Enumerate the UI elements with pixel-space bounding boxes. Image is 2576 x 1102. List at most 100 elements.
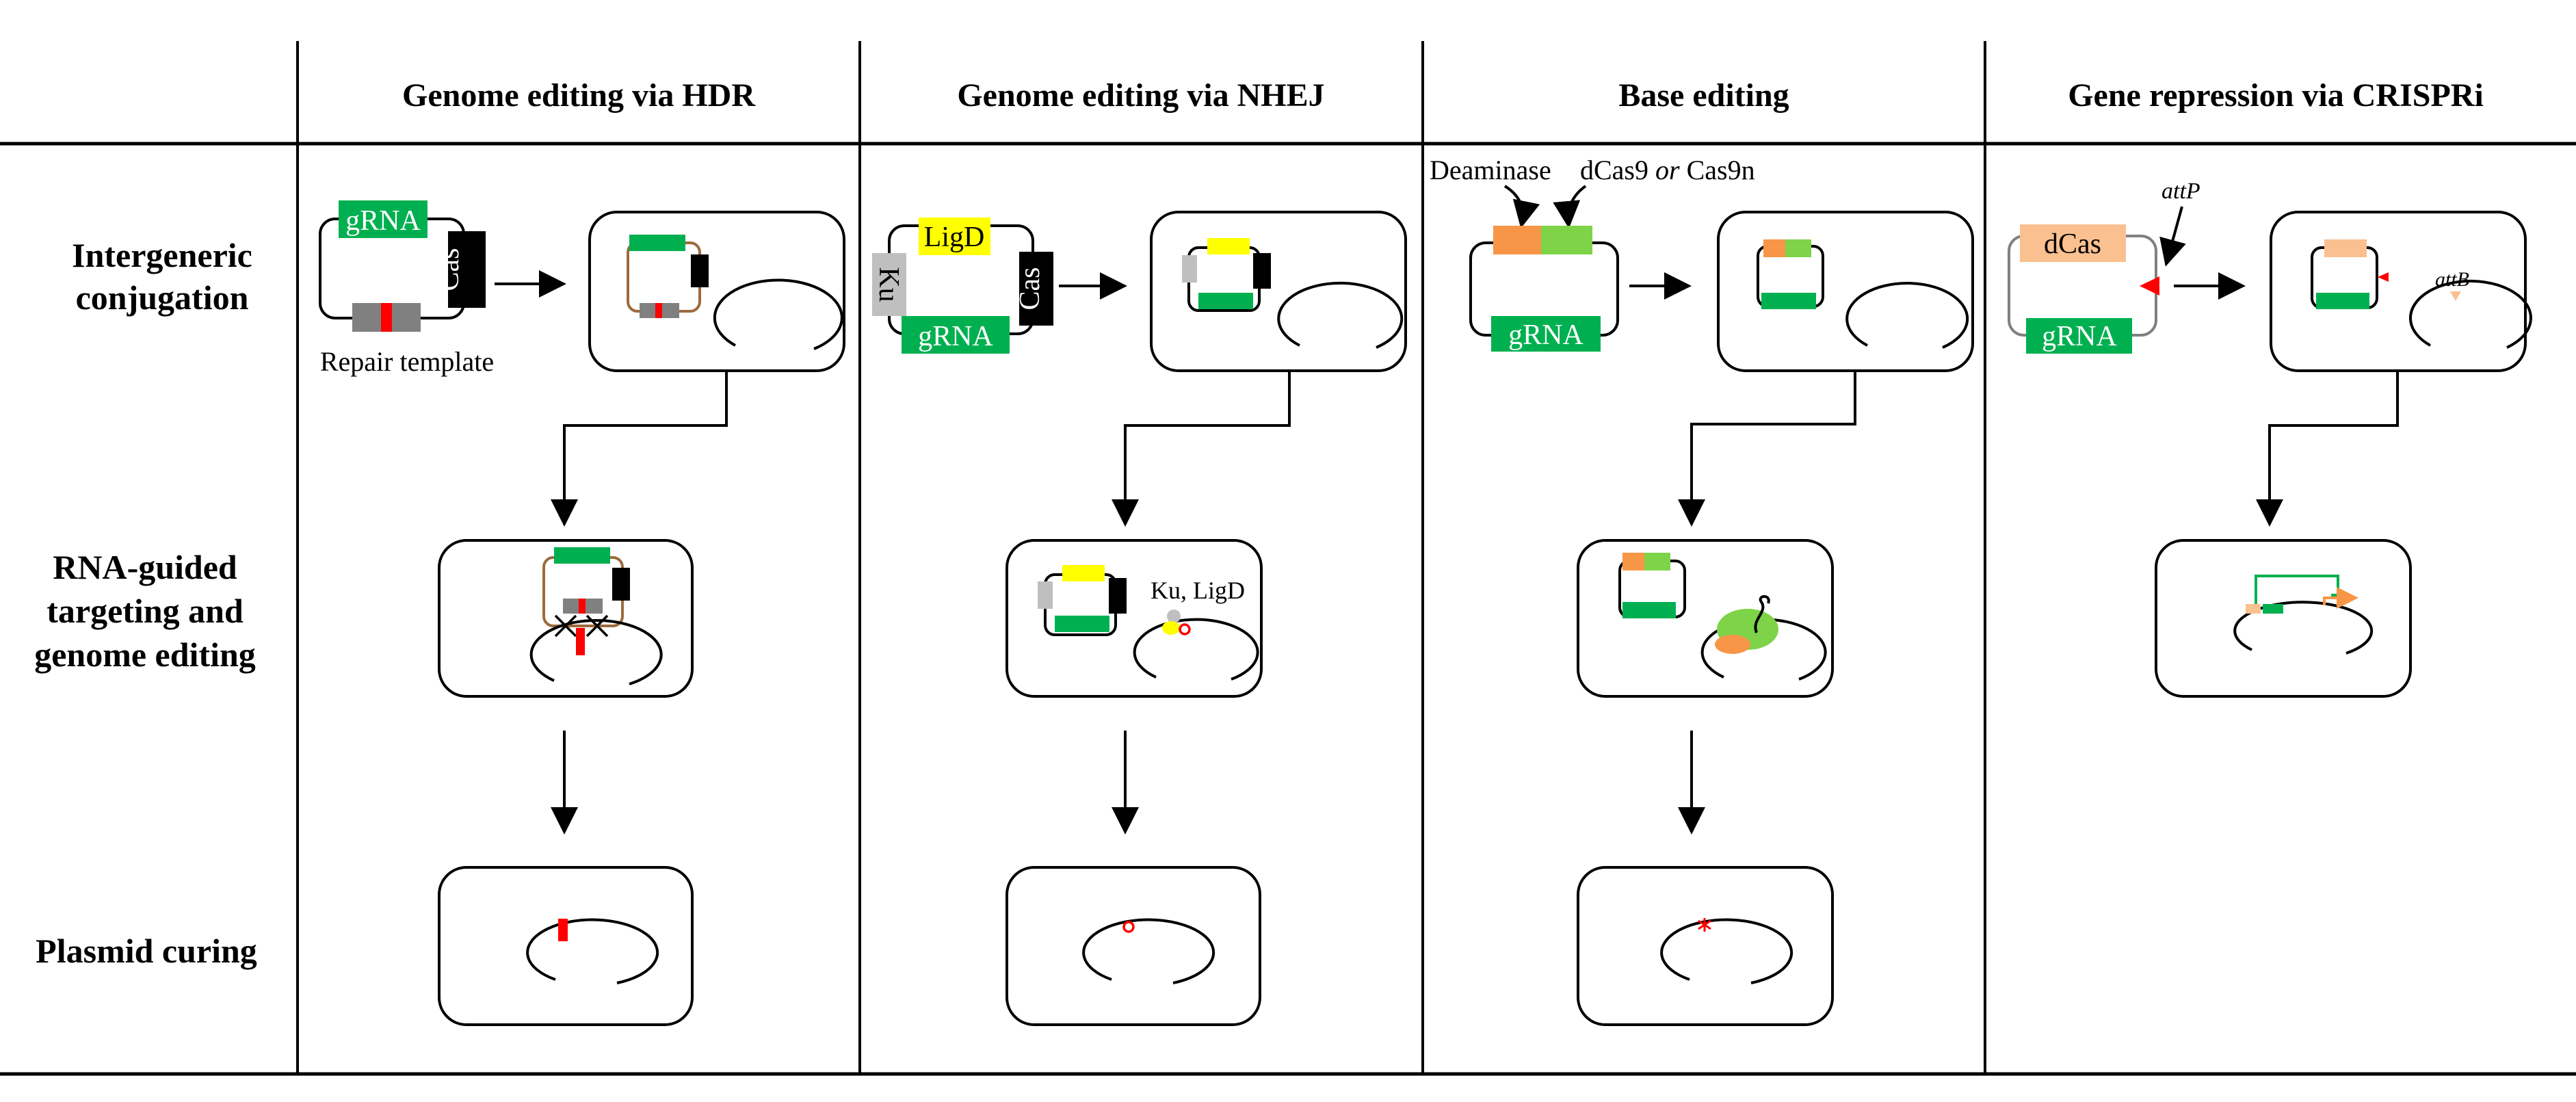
nhej-cell-3-indel: [1122, 921, 1135, 933]
crispri-cell-1: [2270, 211, 2527, 372]
hdr-cell-2-grna: [554, 547, 610, 564]
crispri-cell-1-dcas: [2324, 239, 2367, 257]
base-cell-2-dcas9: [1644, 553, 1670, 570]
attp-site: [2140, 276, 2159, 296]
base-cell-1-dcas9: [1785, 239, 1811, 257]
hdr-cas-label: Cas: [434, 248, 465, 291]
base-cell-1: [1717, 211, 1974, 372]
dcas-label: dCas: [2044, 228, 2101, 260]
hdr-column: gRNA Cas Repair template: [319, 200, 845, 1026]
hdr-cell-1: [588, 211, 845, 372]
base-arrow-2: [1678, 371, 1856, 527]
crispri-grna-block: [2026, 318, 2132, 354]
nhej-cell-3: [1006, 866, 1261, 1026]
base-grna-block: [1491, 316, 1601, 352]
base-cell-1-deaminase: [1763, 239, 1785, 257]
crispri-cell-1-chromosome: [2409, 279, 2532, 349]
table-grid: [0, 41, 2576, 1076]
column-header-hdr: Genome editing via HDR: [402, 77, 756, 114]
base-grna-label: gRNA: [1508, 319, 1583, 351]
column-header-base-editing: Base editing: [1618, 77, 1789, 114]
nhej-cell-2-ligd-bound: [1162, 621, 1180, 635]
attp-label: attP: [2161, 179, 2200, 204]
crispri-promoter: [2323, 587, 2358, 609]
dcas-block: [2020, 224, 2126, 262]
row-label-conjugation-2: conjugation: [76, 278, 249, 317]
hdr-cell-1-cas: [691, 254, 709, 287]
nhej-cell-2-chromosome: [1133, 618, 1259, 681]
nhej-cell-3-chromosome: [1082, 918, 1215, 984]
hdr-cell-3: [438, 866, 694, 1026]
base-cell-2-grna-bound: [1754, 595, 1770, 633]
hdr-arrow-2: [551, 371, 728, 527]
crispri-cell-2-dcas-bound: [2246, 604, 2261, 614]
nhej-cell-1: [1150, 211, 1407, 372]
hdr-cell-3-chromosome: [526, 918, 659, 984]
row-label-targeting-2: targeting and: [47, 592, 244, 630]
row-label-curing: Plasmid curing: [36, 932, 257, 970]
ligd-label: LigD: [924, 222, 985, 253]
dcas9-block: [1541, 226, 1592, 254]
base-cell-3-chromosome: [1660, 918, 1793, 984]
nhej-cell-1-grna: [1198, 293, 1253, 309]
nhej-arrow-2: [1112, 371, 1291, 527]
nhej-cell-1-ligd: [1207, 238, 1250, 254]
ligd-block: [919, 218, 990, 255]
base-cell-2: [1577, 539, 1834, 698]
crispri-arrow-2: [2256, 371, 2399, 527]
cas9n-text: Cas9n: [1687, 155, 1755, 185]
nhej-cell-2-grna: [1055, 616, 1109, 632]
hdr-cell-1-grna: [629, 235, 685, 251]
base-cell-3: [1577, 866, 1834, 1026]
crispri-cell-2-chromosome: [2233, 601, 2374, 655]
or-text: or: [1655, 155, 1680, 185]
hdr-cell-2: [438, 539, 694, 698]
hdr-template-mutation: [381, 303, 392, 332]
crispri-cell-2: [2155, 539, 2412, 698]
crispri-cell-2-grna-bound: [2263, 604, 2283, 614]
hdr-cell-2-chromosome-mutation: [576, 628, 585, 655]
crispri-grna-label: gRNA: [2042, 321, 2117, 352]
hdr-cell-2-template-mutation: [579, 599, 586, 614]
nhej-cell-2: [1006, 539, 1263, 698]
hdr-grna-block: [339, 200, 428, 238]
attb-site: [2450, 291, 2461, 301]
nhej-grna-block: [902, 316, 1010, 354]
base-cell-2-grna: [1622, 602, 1676, 618]
hdr-cell-2-chromosome: [529, 619, 663, 685]
ku-block: [872, 253, 906, 316]
hdr-cell-2-cas: [612, 568, 630, 601]
hdr-cell-1-plasmid: [627, 241, 701, 313]
hdr-crossover: [554, 614, 609, 638]
repair-template-label: Repair template: [320, 346, 494, 377]
hdr-grna-label: gRNA: [345, 205, 421, 237]
crispri-cell-1-grna: [2316, 293, 2369, 309]
crispri-column: attP dCas gRNA attB: [2008, 179, 2532, 698]
ku-label: Ku: [873, 267, 904, 302]
base-cell-1-grna: [1761, 293, 1816, 309]
nhej-cell-1-cas: [1253, 253, 1271, 289]
deaminase-label: Deaminase: [1430, 155, 1551, 185]
base-cell-2-deaminase: [1622, 553, 1644, 570]
deaminase-pointer: [1503, 185, 1540, 228]
nhej-cell-1-chromosome: [1277, 281, 1404, 349]
dcas9-pointer: [1553, 185, 1587, 228]
attp-pointer: [2159, 206, 2186, 267]
nhej-cell-2-break: [1179, 623, 1191, 635]
nhej-cell-2-ligd: [1062, 565, 1105, 581]
nhej-column: LigD Ku Cas gRNA Ku, LigD: [872, 211, 1407, 1026]
base-cell-3-edit: [1698, 918, 1711, 932]
deaminase-block: [1493, 226, 1541, 254]
column-header-crispri: Gene repression via CRISPRi: [2068, 77, 2484, 114]
nhej-cell-1-ku: [1182, 255, 1197, 283]
crispri-cell-1-attp: [2378, 272, 2389, 282]
nhej-cas-block: [1019, 252, 1053, 326]
hdr-cas-block: [448, 231, 486, 308]
nhej-cell-2-ku-bound: [1167, 609, 1181, 623]
row-label-targeting-1: RNA-guided: [53, 548, 237, 586]
base-cell-2-deaminase-bound: [1715, 635, 1750, 654]
hdr-cell-1-chromosome: [713, 278, 843, 350]
